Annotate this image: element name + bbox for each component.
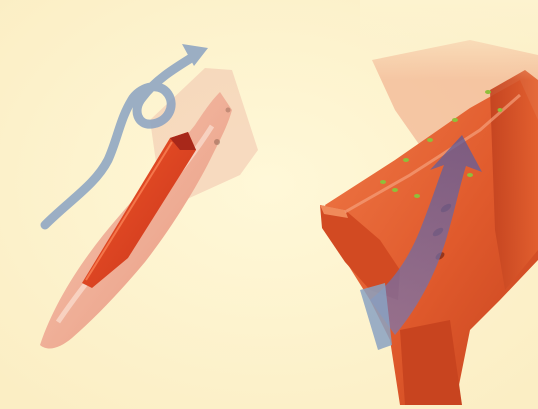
left-bolt-hole bbox=[226, 108, 231, 113]
bolt-slot bbox=[427, 138, 433, 142]
bolt-slot bbox=[414, 194, 420, 198]
bolt-slot bbox=[485, 90, 491, 94]
left-bolt-hole bbox=[214, 139, 220, 145]
bolt-slot bbox=[380, 180, 386, 184]
bolt-slot bbox=[467, 173, 473, 177]
right-top-fade bbox=[360, 0, 538, 80]
bolt-slot bbox=[392, 188, 398, 192]
bolt-slot bbox=[498, 108, 503, 112]
bolt-slot bbox=[452, 118, 458, 122]
bolt-slot bbox=[403, 158, 409, 162]
